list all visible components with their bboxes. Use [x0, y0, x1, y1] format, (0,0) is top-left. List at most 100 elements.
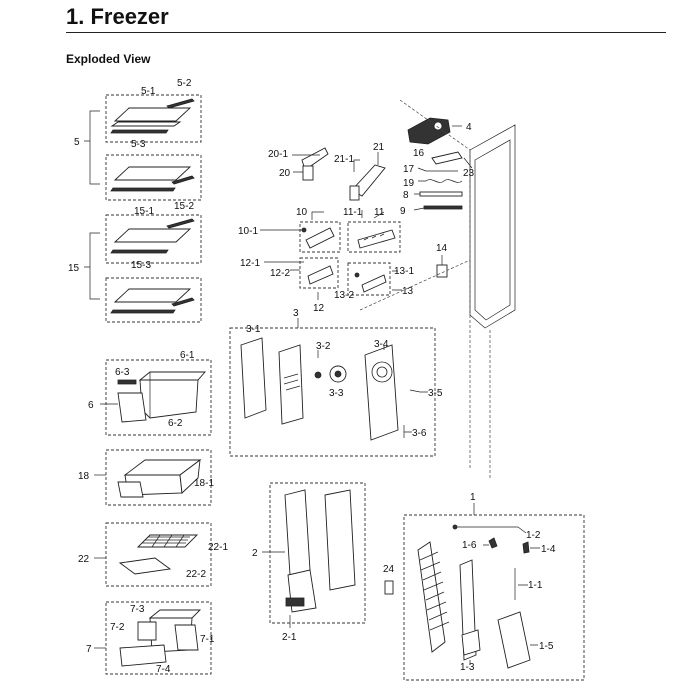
label-2: 2 [252, 548, 258, 559]
group-6-box [105, 359, 212, 436]
part-8 [419, 191, 463, 197]
group-6-drawer: 6 6-1 6-2 6-3 [88, 350, 212, 436]
label-1-1: 1-1 [528, 580, 543, 591]
label-1-3: 1-3 [460, 662, 475, 673]
label-1-6: 1-6 [462, 540, 477, 551]
freezer-cabinet [359, 99, 516, 480]
bin-18-side [179, 459, 201, 494]
label-11-1: 11-1 [343, 207, 363, 218]
label-14: 14 [436, 243, 448, 254]
drawer-7-3-top [148, 609, 202, 619]
shelf-15-lower-rail-front [110, 309, 176, 314]
shelf-15-1 [113, 228, 192, 243]
group-2-duct: 2 2-1 [252, 482, 366, 643]
part-1-3-base [461, 629, 481, 656]
label-12: 12 [313, 303, 325, 314]
part-1-4 [522, 541, 530, 554]
parts-10-13: 10 10-1 11-1 11 12-1 12-2 12 13-1 13-2 1… [238, 207, 414, 314]
bin-18-1-cover [117, 481, 144, 498]
leaders-21 [353, 152, 379, 172]
shelf-rail-15-3 [110, 249, 169, 254]
label-15: 15 [68, 263, 80, 274]
shelf-5-1 [113, 107, 192, 122]
group-22-rack: 22 22-1 22-2 [78, 522, 228, 587]
group-13-box [347, 262, 391, 296]
shelf-15-lower-rail-side [171, 297, 195, 307]
group-18-box [105, 449, 212, 506]
part-3-1-panel [240, 337, 267, 419]
cabinet-guide-mid [359, 259, 471, 311]
leaders-misc [413, 157, 473, 211]
label-2-1: 2-1 [282, 632, 297, 643]
part-21-clip [349, 185, 360, 201]
parts-20-21: 20-1 20 21-1 21 [268, 142, 386, 201]
label-21-1: 21-1 [334, 154, 354, 165]
cabinet-inner [474, 139, 511, 321]
part-24-clip [384, 580, 394, 595]
label-1-5: 1-5 [539, 641, 554, 652]
part-12 [307, 265, 334, 285]
parts-upper-right: 4 16 17 23 19 8 9 14 [400, 117, 475, 278]
leaders-3 [297, 318, 428, 433]
label-15-1: 15-1 [134, 206, 154, 217]
label-6-3: 6-3 [115, 367, 130, 378]
part-9 [423, 205, 463, 210]
label-13: 13 [402, 286, 414, 297]
label-22-2: 22-2 [186, 569, 206, 580]
label-7-4: 7-4 [156, 664, 171, 675]
shelf-5-lower [113, 166, 192, 181]
label-13-1: 13-1 [394, 266, 414, 277]
part-11 [357, 229, 396, 249]
group-5-box-lower [105, 154, 202, 201]
label-11: 11 [374, 207, 385, 218]
label-5-2: 5-2 [177, 78, 192, 89]
part-1-6 [488, 537, 498, 549]
label-10-1: 10-1 [238, 226, 258, 237]
title-rule [66, 32, 666, 33]
rack-22-1-grid [142, 534, 190, 548]
group-22-box [105, 522, 212, 587]
part-2-duct-upper [284, 489, 311, 576]
label-3-4: 3-4 [374, 339, 389, 350]
part-1-5-cover [497, 611, 531, 669]
drawer-7-2 [137, 621, 157, 641]
drawer-front-6-2 [117, 392, 147, 423]
group-5-box-upper [105, 94, 202, 143]
part-16 [431, 151, 463, 165]
label-17: 17 [403, 164, 415, 175]
label-7-3: 7-3 [130, 604, 145, 615]
label-9: 9 [400, 206, 406, 217]
leaders-12-13 [264, 261, 402, 300]
part-14 [436, 264, 448, 278]
label-1: 1 [470, 492, 476, 503]
drawer-7-4-front [119, 644, 167, 667]
section-subtitle: Exploded View [66, 52, 151, 66]
page-title: 1. Freezer [66, 4, 169, 29]
drawer-7-1 [174, 624, 199, 651]
part-3-panel-b [278, 344, 304, 425]
label-3: 3 [293, 308, 299, 319]
label-5-1: 5-1 [141, 86, 156, 97]
label-15-3: 15-3 [131, 260, 151, 271]
label-3-5: 3-5 [428, 388, 443, 399]
label-18: 18 [78, 471, 90, 482]
label-21: 21 [373, 142, 385, 153]
label-22: 22 [78, 554, 90, 565]
part-3-3-fan-hub [334, 370, 342, 378]
group-2-box [269, 482, 366, 624]
label-20: 20 [279, 168, 291, 179]
label-6: 6 [88, 400, 94, 411]
group-1-box [403, 514, 585, 681]
cabinet-outline [469, 124, 516, 329]
label-3-6: 3-6 [412, 428, 427, 439]
label-1-4: 1-4 [541, 544, 556, 555]
leaders-10-11 [260, 210, 385, 231]
label-4: 4 [466, 122, 472, 133]
part-4-hub [433, 121, 443, 131]
part-10 [305, 227, 335, 249]
bracket-15 [84, 232, 100, 300]
label-24: 24 [383, 564, 395, 575]
part-19-spring [425, 179, 463, 183]
cover-22-2 [118, 557, 172, 575]
